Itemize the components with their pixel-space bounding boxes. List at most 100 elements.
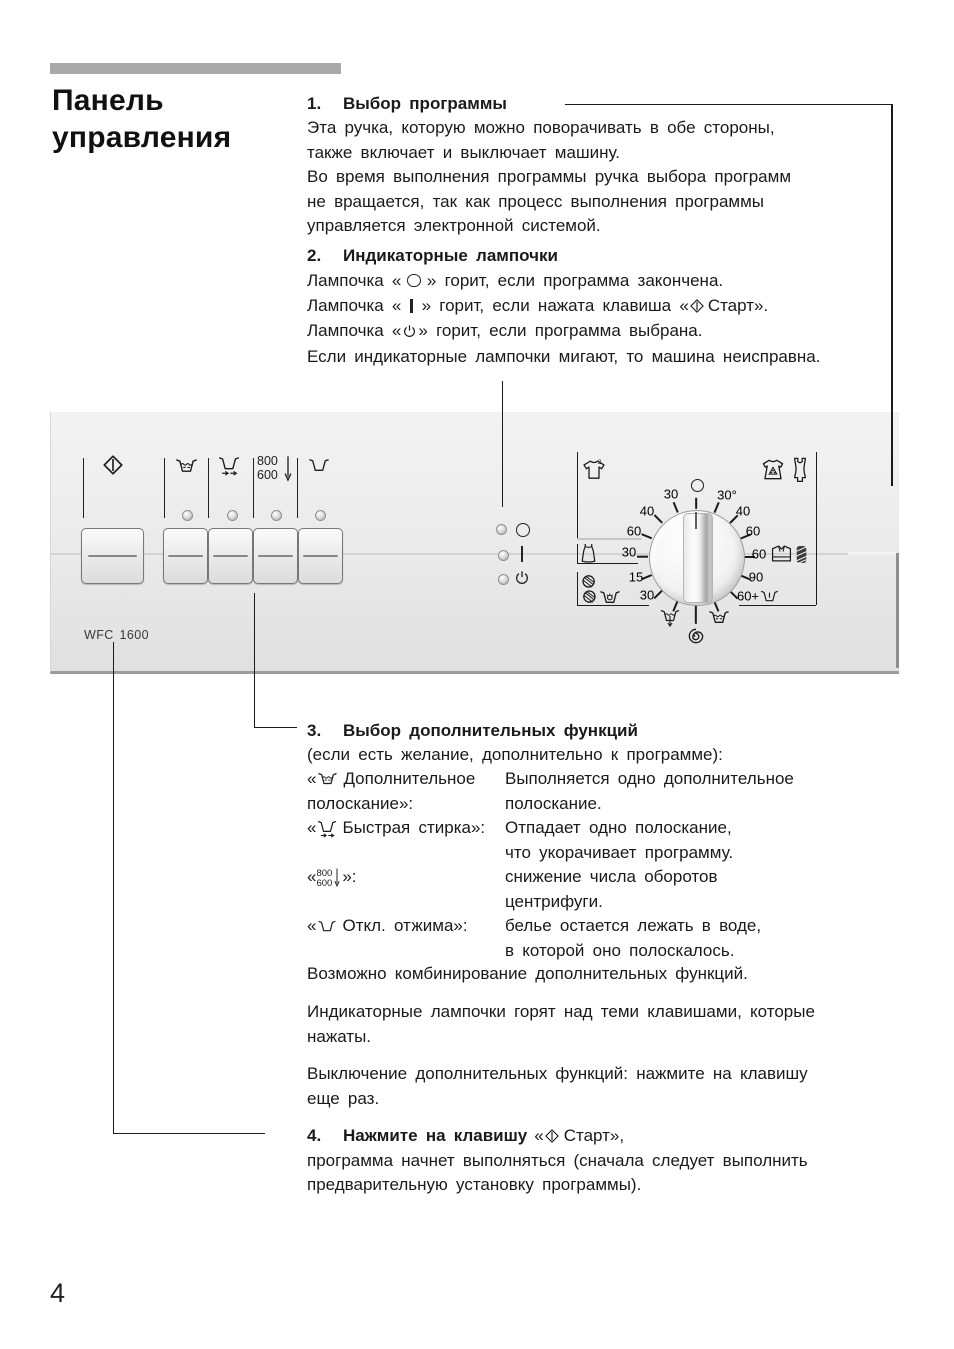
text-line: также включает и выключает машину. bbox=[307, 142, 620, 162]
text-segment: Лампочка « bbox=[307, 271, 402, 290]
section4-heading-text: Нажмите на клавишу bbox=[343, 1126, 528, 1145]
knob-grip bbox=[683, 513, 713, 603]
button-led bbox=[181, 509, 193, 521]
section1-body: Эта ручка, которую можно поворачивать в … bbox=[307, 116, 791, 239]
text-line: Эта ручка, которую можно поворачивать в … bbox=[307, 118, 775, 137]
page-title-line1: Панель bbox=[52, 84, 164, 117]
lamp-line-selected: Лампочка «» горит, если программа выбран… bbox=[307, 318, 821, 343]
dial-tick bbox=[641, 533, 652, 540]
text-segment: Быстрая стирка»: bbox=[342, 818, 486, 837]
page-title-line2: управления bbox=[52, 121, 232, 154]
text-segment: Дополнительное bbox=[343, 769, 476, 788]
text-segment: Откл. отжима»: bbox=[342, 916, 468, 935]
function-label: «Откл. отжима»: bbox=[307, 914, 468, 939]
bracket-line bbox=[577, 452, 579, 538]
dial-label: 15 bbox=[628, 569, 644, 585]
lamp-circle-icon bbox=[407, 273, 421, 287]
dial-off-position-icon bbox=[690, 478, 704, 492]
divider-line bbox=[253, 458, 255, 518]
text-line: что укорачивает программу. bbox=[505, 842, 734, 862]
text-segment: » горит, если программа закончена. bbox=[426, 271, 724, 290]
section4: 4.Нажмите на клавишу«Старт», программа н… bbox=[307, 1124, 808, 1198]
text-line: еще раз. bbox=[307, 1088, 380, 1108]
text-line: программа начнет выполняться (сначала сл… bbox=[307, 1150, 808, 1170]
bracket-line bbox=[577, 563, 638, 565]
text-segment: Лампочка « bbox=[307, 296, 402, 316]
quick-wash-icon bbox=[317, 819, 337, 838]
text-line: полоскание. bbox=[505, 793, 602, 813]
lamp-circle-icon bbox=[516, 523, 530, 537]
lamp-line-run: Лампочка « » горит, если нажата клавиша «… bbox=[307, 293, 821, 318]
synthetics-shirt-icon bbox=[759, 458, 787, 481]
text-line: Отпадает одно полоскание, bbox=[505, 818, 732, 837]
section3-subtitle: (если есть желание, дополнительно к прог… bbox=[307, 745, 723, 764]
dial-label: 40 bbox=[735, 503, 751, 519]
function-desc-quick-wash: Отпадает одно полоскание, что укорачивае… bbox=[505, 816, 733, 865]
text-line: не вращается, так как процесс выполнения… bbox=[307, 191, 764, 211]
spin-800: 800 bbox=[316, 868, 333, 879]
spin-600: 600 bbox=[316, 878, 333, 889]
dial-label: 60 bbox=[626, 523, 642, 539]
bracket-line-light bbox=[577, 538, 641, 540]
bracket-line bbox=[577, 544, 579, 563]
extra-rinse-button bbox=[163, 528, 208, 584]
bracket-line bbox=[577, 572, 579, 605]
function-row-quick-wash: «Быстрая стирка»: bbox=[307, 816, 485, 841]
page-title: Панель управления bbox=[52, 82, 231, 156]
bracket-line bbox=[577, 605, 649, 607]
function-desc-extra-rinse: Выполняется одно дополнительное полоскан… bbox=[505, 767, 794, 816]
text-segment: » горит, если нажата клавиша « bbox=[421, 296, 689, 316]
knob-pointer-mark bbox=[694, 512, 697, 529]
dial-label: 30 bbox=[621, 544, 637, 560]
title-bar bbox=[50, 63, 341, 74]
dial-tick bbox=[672, 502, 679, 513]
dial-tick bbox=[653, 514, 663, 524]
button-led bbox=[226, 509, 238, 521]
bracket-line bbox=[816, 452, 818, 605]
section3-heading: 3.Выбор дополнительных функций bbox=[307, 719, 638, 744]
panel-right-edge bbox=[896, 553, 899, 668]
section1-heading: 1.Выбор программы bbox=[307, 92, 507, 117]
rinse-hold-icon bbox=[308, 457, 330, 473]
paragraph-leds: Индикаторные лампочки горят над теми кла… bbox=[307, 1000, 815, 1049]
drain-icon bbox=[659, 608, 681, 628]
dial-tick bbox=[695, 604, 697, 624]
section2-body: Лампочка « » горит, если программа законч… bbox=[307, 268, 821, 369]
dial-label: 60 bbox=[751, 546, 767, 562]
text-line: управляется электронной системой. bbox=[307, 216, 601, 236]
leader-line-s1 bbox=[565, 103, 892, 106]
down-arrow-icon bbox=[334, 868, 340, 887]
dial-tick bbox=[713, 502, 720, 513]
button-led bbox=[314, 509, 326, 521]
panel-groove bbox=[51, 553, 899, 555]
text-segment: Лампочка « bbox=[307, 321, 402, 341]
section2-heading: 2.Индикаторные лампочки bbox=[307, 244, 558, 269]
lamp-bar-icon bbox=[521, 546, 524, 562]
status-led-run bbox=[498, 550, 509, 561]
function-label: «Дополнительное bbox=[307, 767, 475, 792]
text-segment: « bbox=[534, 1126, 544, 1145]
wool-icon bbox=[580, 574, 598, 605]
text-line: белье остается лежать в воде, bbox=[505, 916, 762, 935]
text-line: Если индикаторные лампочки мигают, то ма… bbox=[307, 346, 821, 366]
dial-label: 30 bbox=[639, 587, 655, 603]
function-label: «Быстрая стирка»: bbox=[307, 816, 485, 841]
divider-line bbox=[83, 458, 85, 518]
spin-600: 600 bbox=[257, 467, 278, 482]
section3-number: 3. bbox=[307, 721, 322, 740]
dial-label: 40 bbox=[639, 503, 655, 519]
page-number: 4 bbox=[50, 1278, 66, 1308]
spin-reduce-button bbox=[253, 528, 298, 584]
start-icon bbox=[545, 1129, 559, 1143]
swimsuit-icon bbox=[792, 457, 808, 483]
spin-800: 800 bbox=[257, 454, 278, 468]
function-desc-rinse-hold: белье остается лежать в воде, в которой … bbox=[505, 914, 761, 963]
spin-reduce-label: 800 600 bbox=[257, 454, 278, 482]
leader-line-s4 bbox=[112, 1132, 265, 1135]
start-icon bbox=[690, 299, 704, 313]
section1-heading-text: Выбор программы bbox=[343, 94, 507, 113]
text-line: нажаты. bbox=[307, 1026, 372, 1046]
